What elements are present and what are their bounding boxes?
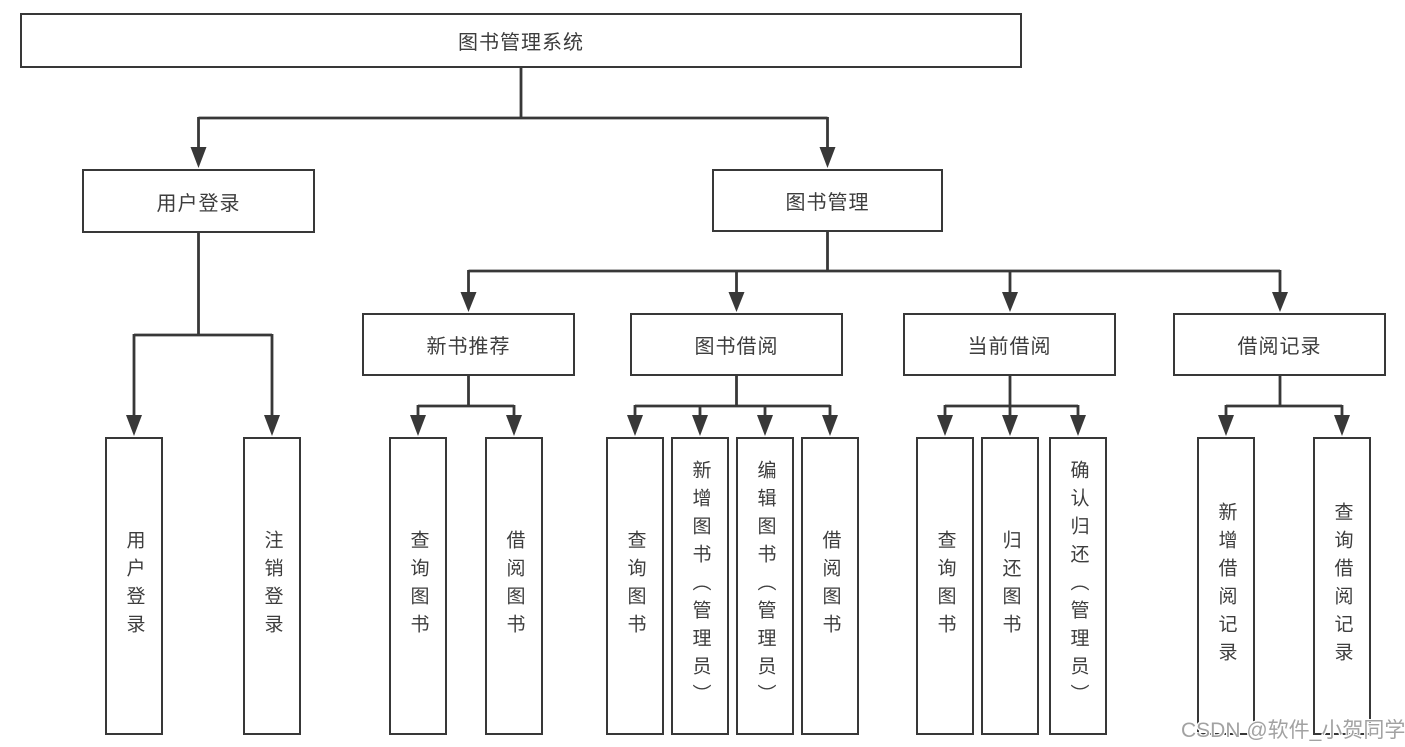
- node-label: 图书借阅: [694, 336, 779, 358]
- node-label: 图书管理: [785, 192, 870, 214]
- node-label: 新增借阅记录: [1215, 502, 1237, 670]
- node-label: 借阅图书: [819, 530, 841, 642]
- node-label: 编辑图书（管理员）: [754, 460, 776, 712]
- node-label: 新增图书（管理员）: [689, 460, 711, 712]
- leaf-borrow-books: 借阅图书: [801, 437, 859, 735]
- leaf-logout-login: 注销登录: [243, 437, 301, 735]
- node-label: 当前借阅: [967, 336, 1052, 358]
- node-label: 查询图书: [624, 530, 646, 642]
- node-book-management-branch: 图书管理: [712, 169, 943, 232]
- node-label: 用户登录: [123, 530, 145, 642]
- node-borrow-records: 借阅记录: [1173, 313, 1386, 376]
- node-current-borrowing: 当前借阅: [903, 313, 1116, 376]
- node-label: 借阅记录: [1237, 336, 1322, 358]
- leaf-edit-books-admin: 编辑图书（管理员）: [736, 437, 794, 735]
- node-label: 图书管理系统: [458, 32, 584, 54]
- node-label: 查询图书: [407, 530, 429, 642]
- node-book-borrowing: 图书借阅: [630, 313, 843, 376]
- leaf-borrow-books-recommend: 借阅图书: [485, 437, 543, 735]
- node-library-management-system: 图书管理系统: [20, 13, 1022, 68]
- node-label: 注销登录: [261, 530, 283, 642]
- csdn-watermark: CSDN @软件_小贺同学: [1181, 719, 1405, 742]
- node-label: 新书推荐: [426, 336, 511, 358]
- connector-user-login-to-leaves: [132, 233, 274, 416]
- leaf-query-books-recommend: 查询图书: [389, 437, 447, 735]
- connector-new-book-recommend-to-leaves: [416, 376, 516, 416]
- connector-current-borrowing-to-leaves: [943, 376, 1080, 416]
- connector-book-borrowing-to-leaves: [633, 376, 832, 416]
- leaf-query-borrow-record: 查询借阅记录: [1313, 437, 1371, 735]
- leaf-add-borrow-record: 新增借阅记录: [1197, 437, 1255, 735]
- node-new-book-recommend: 新书推荐: [362, 313, 575, 376]
- connector-root-to-level2: [197, 68, 829, 149]
- leaf-add-books-admin: 新增图书（管理员）: [671, 437, 729, 735]
- leaf-user-login: 用户登录: [105, 437, 163, 735]
- node-label: 查询图书: [934, 530, 956, 642]
- leaf-query-books-borrowing: 查询图书: [606, 437, 664, 735]
- node-label: 借阅图书: [503, 530, 525, 642]
- node-label: 用户登录: [156, 192, 241, 215]
- connector-borrow-records-to-leaves: [1224, 376, 1344, 416]
- node-label: 归还图书: [999, 530, 1021, 642]
- leaf-return-books: 归还图书: [981, 437, 1039, 735]
- node-label: 查询借阅记录: [1331, 502, 1353, 670]
- leaf-confirm-return-admin: 确认归还（管理员）: [1049, 437, 1107, 735]
- node-user-login-branch: 用户登录: [82, 169, 315, 233]
- connector-book-management-to-level3: [467, 232, 1282, 293]
- leaf-query-books-current: 查询图书: [916, 437, 974, 735]
- node-label: 确认归还（管理员）: [1067, 460, 1089, 712]
